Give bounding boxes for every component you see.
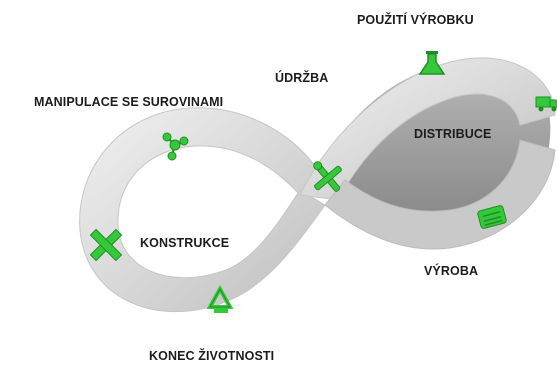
label-distribuce: DISTRIBUCE [414,127,492,141]
label-udrzba: ÚDRŽBA [275,71,329,85]
label-vyroba: VÝROBA [424,264,479,278]
label-konstrukce: KONSTRUKCE [140,236,230,250]
flask-icon [418,51,446,75]
label-konec-zivotnosti: KONEC ŽIVOTNOSTI [149,349,275,363]
recycle-icon [206,284,234,313]
label-manipulace: MANIPULACE SE SUROVINAMI [34,95,224,109]
truck-icon [535,96,557,112]
conveyor-icon [477,205,507,229]
ruler-pencil-icon [89,228,123,262]
label-pouziti-vyrobku: POUŽITÍ VÝROBKU [357,13,474,27]
molecule-icon [162,132,189,161]
wrench-screwdriver-icon [313,161,342,192]
loop-band-left [79,107,326,313]
